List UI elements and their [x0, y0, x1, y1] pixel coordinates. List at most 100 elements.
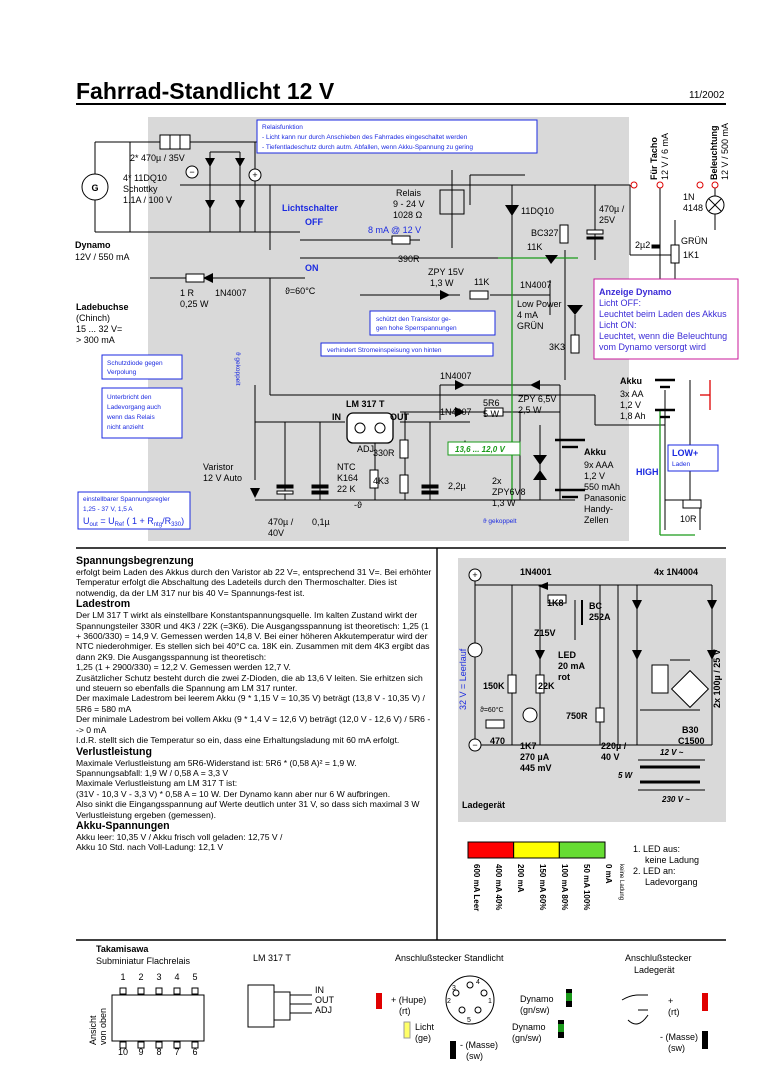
lm317-package [247, 984, 275, 1028]
charger-vlabel: 32 V = Leerlauf [458, 648, 468, 710]
stecker-pin-3: 3 [452, 985, 456, 992]
ntc-type: K164 [337, 473, 358, 483]
lade-jack [621, 994, 649, 1025]
c470-label: 470µ / [599, 204, 625, 214]
charger-r150k: 150K [483, 681, 505, 691]
charger-r470: 470 [490, 736, 505, 746]
charger-d1n4001: 1N4001 [520, 567, 552, 577]
charger-minus [468, 738, 482, 752]
dynamo-spec: 12V / 550 mA [75, 252, 130, 262]
paragraph: Spannungsabfall: 1,9 W / 0,58 A = 3,3 V [76, 767, 229, 778]
high-label: HIGH [636, 467, 659, 477]
minus-sign: − [189, 167, 194, 177]
paragraph: Akku leer: 10,35 V / Akku frisch voll ge… [76, 831, 283, 842]
d11dq10-label: 11DQ10 [521, 206, 554, 216]
charger-c220-l2: 40 V [601, 752, 620, 762]
stecker-masse-color: (sw) [466, 1051, 483, 1061]
note-schutz-l1: schützt den Transistor ge- [376, 316, 451, 323]
lm317-pin-in: IN [315, 985, 324, 995]
paragraph: Der maximale Ladestrom bei leerem Akku (… [76, 693, 425, 714]
note-unterbricht-l3: wenn das Relais [106, 414, 155, 421]
charger-bridge [670, 669, 710, 709]
low-sub: Laden [672, 461, 690, 468]
gekoppelt-label-1: ϑ gekoppelt [234, 352, 241, 386]
d1n4148-label: 1N [683, 192, 695, 202]
relais-pin-number: 4 [174, 972, 179, 982]
paragraph: Zusätzlicher Schutz besteht durch die zw… [76, 672, 423, 694]
akku-top-cap: 1,8 Ah [620, 411, 646, 421]
zpy15-watt: 1,3 W [430, 278, 454, 288]
section-heading: Spannungsbegrenzung [76, 555, 194, 567]
charger-r1k8: 1K8 [547, 598, 564, 608]
c470-volt: 25V [599, 215, 615, 225]
r5r6-watt: 5 W [483, 409, 500, 419]
anzeige-l3: Licht ON: [599, 320, 637, 330]
relais-pin [155, 1041, 163, 1049]
led-segment [558, 841, 606, 859]
ladebuchse-label: Ladebuchse [76, 302, 129, 312]
output-terminals [630, 181, 719, 189]
relais-pin [119, 987, 127, 995]
charger-minus-sign: − [472, 740, 477, 750]
page-title: Fahrrad-Standlicht 12 V [76, 78, 335, 104]
lm317-pin-out: OUT [315, 995, 335, 1005]
charger-led-l3: rot [558, 672, 570, 682]
paragraph: Akku 10 Std. nach Voll-Ladung: 12,1 V [76, 842, 224, 853]
relais-pin-subtitle: Subminiatur Flachrelais [96, 956, 191, 966]
relais-pin [191, 987, 199, 995]
licht-color [403, 1021, 411, 1039]
stecker-pin-1: 1 [488, 998, 492, 1005]
lade-plus-color-swatch [702, 993, 708, 1011]
r1r-watt: 0,25 W [180, 299, 209, 309]
relais-note-box [256, 119, 538, 154]
minus-terminal [185, 165, 199, 179]
paragraph: Maximale Verlustleistung am 5R6-Widersta… [76, 757, 357, 768]
r10r-label: 10R [680, 514, 697, 524]
bridge-type-label: Schottky [123, 184, 158, 194]
lade-title-l1: Anschlußstecker [625, 953, 692, 963]
beleuchtung-label: Beleuchtung [709, 125, 719, 180]
stecker-pin-5: 5 [467, 1017, 471, 1024]
lade-title-l2: Ladegerät [634, 965, 675, 975]
led-scale-label: 600 mA Leer [472, 864, 481, 911]
charger-b30-l1: B30 [682, 725, 699, 735]
charger-resistors [485, 594, 669, 729]
charger-r22k: 22K [538, 681, 555, 691]
note-regler-box [77, 491, 191, 530]
zpy6v8-l3: 1,3 W [492, 498, 516, 508]
akku-bot-label: Akku [584, 447, 606, 457]
stecker-hupe: + (Hupe) [391, 995, 426, 1005]
zpy6v8-l2: ZPY6V8 [492, 487, 526, 497]
paragraph: Der LM 317 T wirkt als einstellbare Kons… [76, 610, 430, 662]
section-heading: Akku-Spannungen [76, 819, 170, 832]
akku-bot-type2: Zellen [584, 515, 609, 525]
paragraph: 1,25 (1 + 2900/330) = 12,2 V. Gemessen w… [76, 662, 291, 673]
charger-diodes [535, 582, 717, 660]
charger-d4x: 4x 1N4004 [654, 567, 698, 577]
r5r6-label: 5R6 [483, 398, 500, 408]
akku-bot-cap: 550 mAh [584, 482, 620, 492]
paragraph: Der minimale Ladestrom bei vollem Akku (… [76, 714, 431, 735]
relais-pin-number: 10 [118, 1047, 128, 1057]
stecker-hupe-color: (rt) [399, 1006, 411, 1016]
akku-top-volt: 1,2 V [620, 400, 641, 410]
charger-r750: 750R [566, 711, 588, 721]
lade-masse-color: (sw) [668, 1043, 685, 1053]
r1r-label: 1 R [180, 288, 195, 298]
charger-title: Ladegerät [462, 800, 505, 810]
charger-bc252-l1: BC [589, 601, 602, 611]
lm317-in: IN [332, 412, 341, 422]
thermo-label: ϑ=60°C [285, 286, 316, 296]
d1n4148-label2: 4148 [683, 203, 703, 213]
note-strom-box [320, 342, 494, 357]
relais-pin-title: Takamisawa [96, 944, 149, 954]
section-heading: Verlustleistung [76, 745, 152, 758]
charger-thermo: ϑ=60°C [480, 706, 504, 714]
lm317-pin-title: LM 317 T [253, 953, 291, 963]
relais-note-line1: - Licht kann nur durch Anschieben des Fa… [262, 134, 468, 141]
fuer-tacho-spec: 12 V / 6 mA [660, 133, 670, 180]
low-label: LOW+ [672, 448, 698, 458]
relais-ohm: 1028 Ω [393, 210, 423, 220]
